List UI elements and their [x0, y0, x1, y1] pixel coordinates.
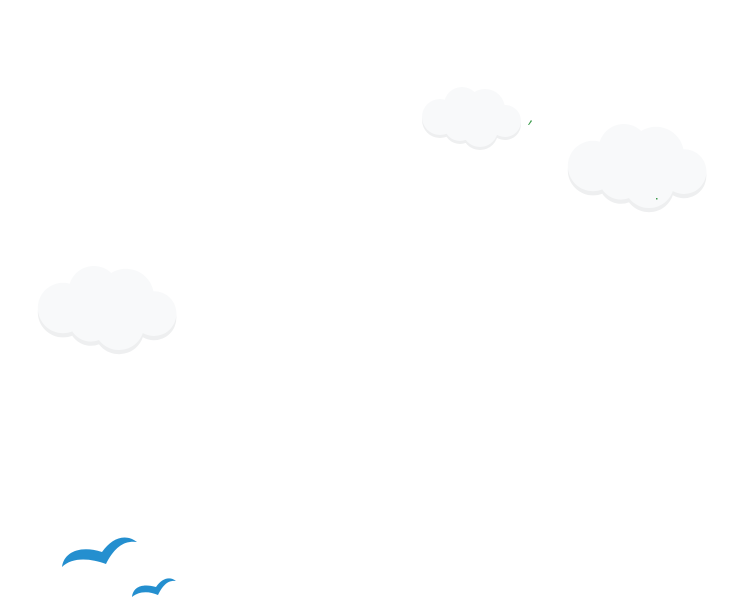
- bird-large-icon: [62, 537, 137, 567]
- green-speck: [656, 198, 658, 200]
- cloud-right: [567, 124, 707, 213]
- cloud-small: [422, 87, 521, 150]
- green-speck: [528, 120, 532, 125]
- bird-small-icon: [132, 578, 176, 597]
- cloud-left: [37, 266, 177, 355]
